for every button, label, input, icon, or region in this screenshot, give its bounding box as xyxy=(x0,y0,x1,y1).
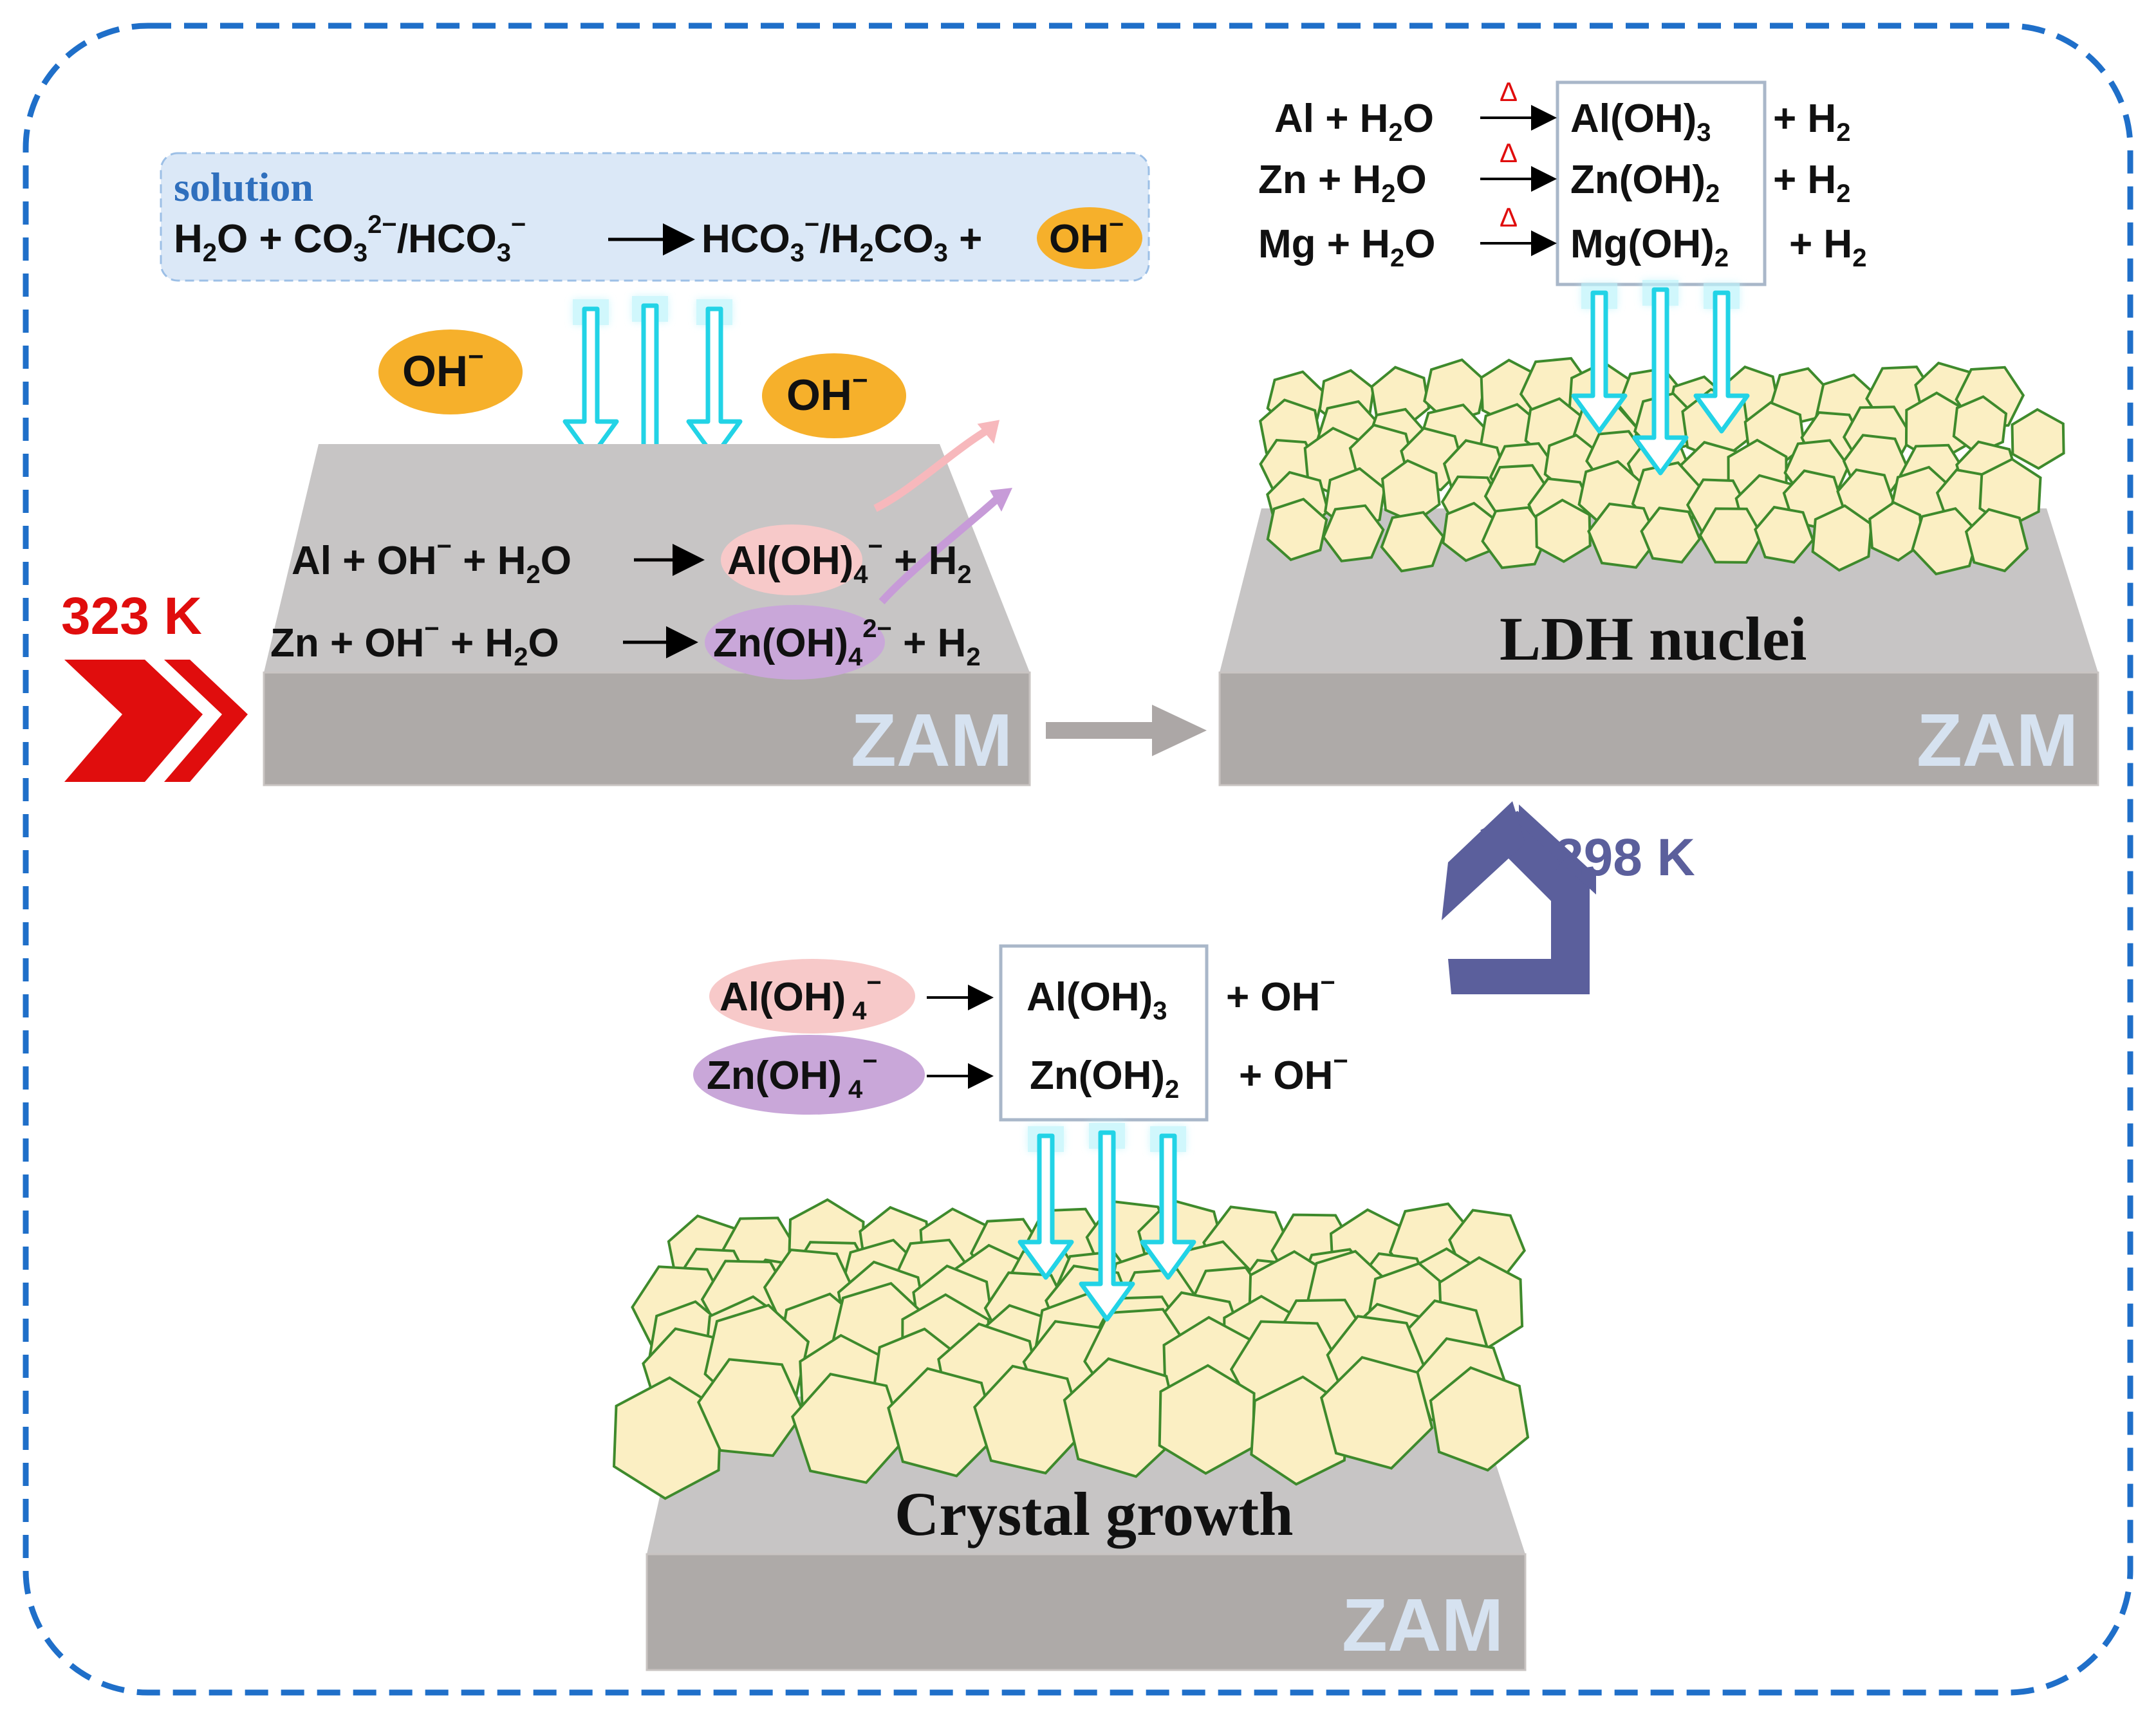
hydroxide-box-2 xyxy=(999,944,1209,1122)
solution-label: solution xyxy=(174,164,313,210)
panel2-row-0-h2: + H2 xyxy=(1773,97,1850,147)
ldh-hexagon xyxy=(1640,506,1702,564)
cyan-down-arrow-icon xyxy=(1140,1126,1196,1280)
al-arrowhead xyxy=(977,420,1000,444)
solution-reactants: H2O + CO32−/HCO3− xyxy=(174,210,526,267)
panel3-row-0-reactant: Al(OH)4− xyxy=(720,969,882,1025)
panel-1-substrate: ZAM xyxy=(263,444,1031,786)
al-diffusion-arrow xyxy=(873,424,994,512)
panel-3-equations: Al(OH)4− Al(OH)3 + OH− Zn(OH)4− Zn(OH)2 + OH− xyxy=(693,944,1348,1122)
panel1-eq2-product: Zn(OH)42− + H2 xyxy=(713,615,981,671)
ldh-hexagon xyxy=(1868,501,1924,562)
cyan-down-arrow-icon xyxy=(1018,1126,1074,1280)
panel2-row-2-hydroxide: Mg(OH)2 xyxy=(1570,222,1729,272)
ldh-hexagon xyxy=(1319,1355,1434,1470)
crystal-growth-label: Crystal growth xyxy=(895,1480,1294,1548)
panel2-row-2-h2: + H2 xyxy=(1789,222,1866,272)
dashed-frame xyxy=(23,23,2133,1696)
svg-text:OH−: OH− xyxy=(786,365,868,420)
gray-process-arrow xyxy=(1046,705,1207,756)
panel3-row-0-product: Al(OH)3 xyxy=(1027,975,1167,1025)
al-oh4-ellipse-2 xyxy=(709,959,915,1034)
cyan-arrows-panel2 xyxy=(1571,280,1750,476)
ldh-hexagon xyxy=(1266,497,1328,562)
navy-chevron-back xyxy=(1519,804,1596,895)
oh-ion-2: OH− xyxy=(762,353,906,438)
ldh-hexagon xyxy=(1322,504,1385,562)
panel1-eq1-left: Al + OH− + H2O xyxy=(292,532,572,589)
zam-label-2: ZAM xyxy=(1917,698,2078,782)
zn-oh4-ellipse-2 xyxy=(693,1035,925,1115)
cyan-down-arrow-icon xyxy=(1693,283,1750,434)
zn-oh4-ellipse xyxy=(705,605,885,680)
cyan-arrows-panel3 xyxy=(1018,1123,1196,1322)
solution-products: HCO3−/H2CO3 + xyxy=(702,210,982,267)
panel2-row-1-reactants: Zn + H2O xyxy=(1258,158,1427,208)
heat-delta-icon: Δ xyxy=(1500,202,1518,232)
zn-arrowhead xyxy=(990,488,1012,512)
ldh-hexagon xyxy=(1158,1364,1256,1475)
panel3-row-1-oh: + OH− xyxy=(1239,1047,1348,1098)
ldh-hexagon xyxy=(1587,502,1659,569)
solution-box: solution H2O + CO32−/HCO3− HCO3−/H2CO3 +… xyxy=(160,152,1150,282)
ldh-hexagon xyxy=(1429,1366,1530,1472)
navy-chevron-icon xyxy=(1442,801,1590,994)
svg-text:OH−: OH− xyxy=(402,341,484,396)
ldh-hexagon xyxy=(1952,395,2008,455)
panel2-row-1-h2: + H2 xyxy=(1773,158,1850,208)
panel3-row-1-product: Zn(OH)2 xyxy=(1030,1053,1179,1104)
panel1-eq2-left: Zn + OH− + H2O xyxy=(270,615,559,671)
ldh-hexagon xyxy=(1811,504,1873,572)
panel2-row-0-hydroxide: Al(OH)3 xyxy=(1570,97,1711,147)
oh-ellipse xyxy=(1037,207,1142,269)
heat-delta-icon: Δ xyxy=(1500,138,1518,168)
oh-ion-1: OH− xyxy=(378,329,523,414)
zam-label-3: ZAM xyxy=(1342,1583,1503,1667)
panel1-eq1-product: Al(OH)4− + H2 xyxy=(727,532,972,589)
panel2-row-2-reactants: Mg + H2O xyxy=(1258,222,1435,272)
cyan-down-arrow-icon xyxy=(1632,280,1689,476)
heat-delta-icon: Δ xyxy=(1500,77,1518,107)
cyan-arrows-solution xyxy=(562,296,743,505)
panel3-row-1-reactant: Zn(OH)4− xyxy=(707,1047,878,1104)
hydroxide-box xyxy=(1556,80,1767,286)
zam-label-1: ZAM xyxy=(851,698,1012,782)
ldh-hexagon xyxy=(1380,459,1441,524)
cyan-down-arrow-icon xyxy=(1079,1123,1135,1322)
zn-diffusion-arrow xyxy=(878,492,1004,605)
solution-oh: OH− xyxy=(1049,210,1124,261)
panel2-row-0-reactants: Al + H2O xyxy=(1274,97,1434,147)
al-oh4-ellipse xyxy=(721,524,862,595)
ldh-hexagon xyxy=(2011,407,2065,470)
cyan-down-arrow-icon xyxy=(1571,283,1628,434)
temperature-298k: 298 K xyxy=(1554,828,1695,887)
panel3-row-0-oh: + OH− xyxy=(1226,969,1335,1019)
red-chevron-icon xyxy=(64,660,248,782)
panel2-row-1-hydroxide: Zn(OH)2 xyxy=(1570,158,1720,208)
panel-2-equations: Al + H2O Δ Al(OH)3 + H2 Zn + H2O Δ Zn(OH)2 + H2… xyxy=(1258,77,1866,286)
ldh-hexagon xyxy=(973,1364,1086,1475)
ldh-nuclei-hexagons xyxy=(1259,357,2065,576)
ldh-hexagon xyxy=(1964,508,2029,573)
cyan-down-arrow-icon xyxy=(686,299,743,459)
cyan-down-arrow-icon xyxy=(562,299,619,459)
ldh-nuclei-label: LDH nuclei xyxy=(1500,604,1807,673)
ldh-hexagon xyxy=(1534,498,1592,563)
temperature-323k: 323 K xyxy=(61,587,202,645)
